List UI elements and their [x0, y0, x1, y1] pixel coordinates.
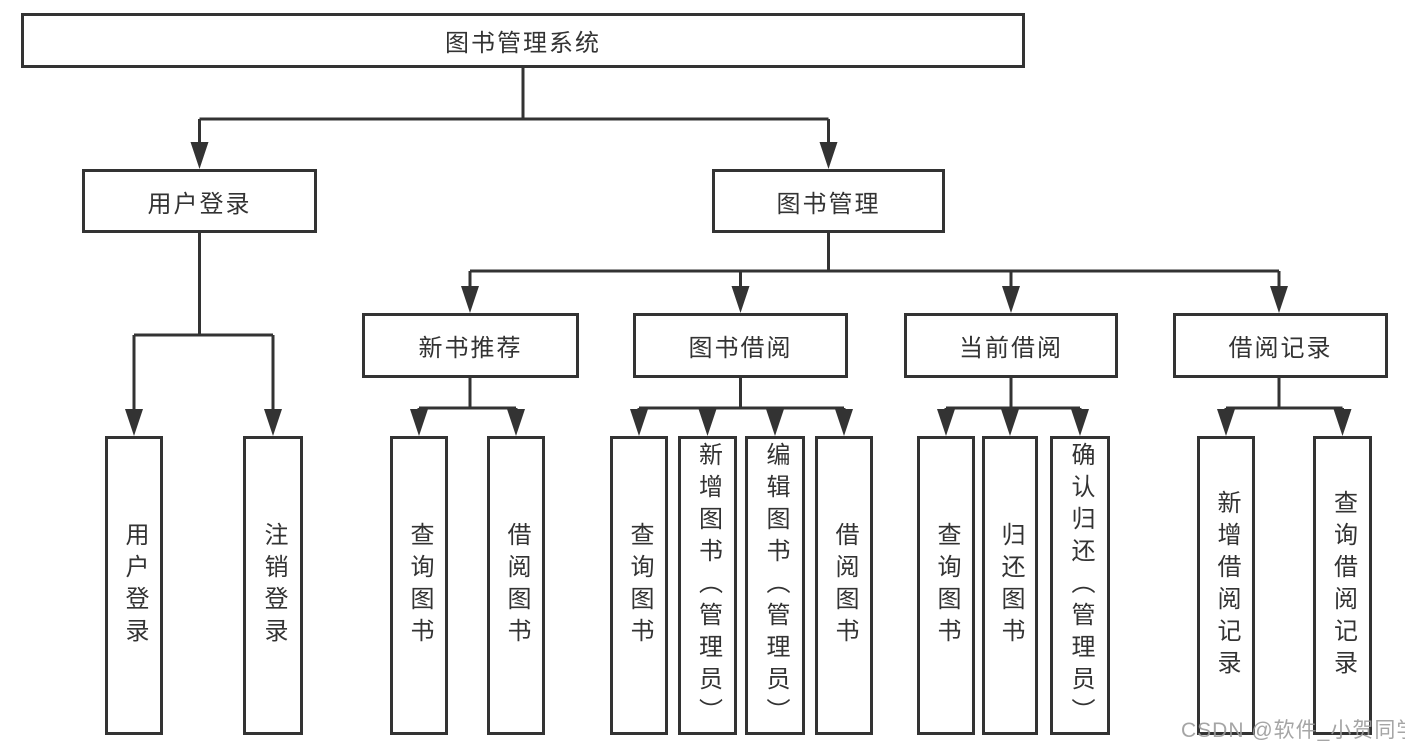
- node-label: 新增借阅记录: [1213, 489, 1240, 682]
- leaf-borrowing-query-books: 查询图书: [610, 436, 668, 735]
- node-label: 查询图书: [406, 521, 433, 650]
- node-label: 当前借阅: [959, 335, 1063, 362]
- node-label: 查询借阅记录: [1329, 489, 1357, 682]
- node-label: 编辑图书（管理员）: [762, 441, 789, 730]
- arrow-down-icon: [1002, 286, 1020, 313]
- node-label: 借阅图书: [831, 521, 858, 650]
- node-label: 用户登录: [121, 521, 148, 650]
- leaf-borrowing-edit-books-admin: 编辑图书（管理员）: [745, 436, 805, 735]
- leaf-current-confirm-return-admin: 确认归还（管理员）: [1050, 436, 1110, 735]
- node-label: 用户登录: [147, 190, 252, 218]
- leaf-records-query-record: 查询借阅记录: [1313, 436, 1372, 735]
- node-label: 注销登录: [260, 521, 287, 650]
- arrow-down-icon: [125, 409, 143, 436]
- arrow-down-icon: [766, 409, 784, 436]
- arrowheads: [125, 142, 1352, 436]
- arrow-down-icon: [835, 409, 853, 436]
- node-book-borrowing: 图书借阅: [633, 313, 848, 378]
- node-new-book-recommendation: 新书推荐: [362, 313, 579, 378]
- arrow-down-icon: [264, 409, 282, 436]
- node-label: 图书借阅: [688, 335, 793, 362]
- arrow-down-icon: [698, 409, 717, 436]
- leaf-logout: 注销登录: [243, 436, 303, 735]
- arrow-down-icon: [507, 409, 525, 436]
- leaf-borrowing-add-books-admin: 新增图书（管理员）: [678, 436, 737, 735]
- watermark: CSDN @软件_小贺同学: [1181, 719, 1405, 742]
- node-label: 确认归还（管理员）: [1067, 441, 1094, 730]
- arrow-down-icon: [1333, 409, 1352, 436]
- leaf-current-query-books: 查询图书: [917, 436, 975, 735]
- node-label: 图书管理: [776, 190, 881, 218]
- node-book-management-system: 图书管理系统: [21, 13, 1025, 68]
- arrow-down-icon: [1071, 409, 1089, 436]
- node-label: 图书管理系统: [445, 30, 601, 57]
- leaf-current-return-books: 归还图书: [982, 436, 1038, 735]
- leaf-user-login: 用户登录: [105, 436, 163, 735]
- arrow-down-icon: [410, 409, 428, 436]
- arrow-down-icon: [190, 142, 209, 169]
- arrow-down-icon: [731, 286, 750, 313]
- node-label: 归还图书: [997, 521, 1024, 650]
- node-book-management: 图书管理: [712, 169, 945, 233]
- arrow-down-icon: [461, 286, 479, 313]
- arrow-down-icon: [937, 409, 955, 436]
- node-label: 新书推荐: [418, 335, 523, 362]
- node-label: 新增图书（管理员）: [694, 441, 722, 730]
- node-label: 查询图书: [626, 521, 653, 650]
- leaf-newbook-query-books: 查询图书: [390, 436, 448, 735]
- arrow-down-icon: [1217, 409, 1235, 436]
- node-borrowing-records: 借阅记录: [1173, 313, 1388, 378]
- node-label: 借阅图书: [503, 521, 530, 650]
- node-label: 借阅记录: [1228, 335, 1333, 362]
- leaf-records-add-record: 新增借阅记录: [1197, 436, 1255, 735]
- leaf-newbook-borrow-books: 借阅图书: [487, 436, 545, 735]
- node-label: 查询图书: [933, 521, 960, 650]
- arrow-down-icon: [1001, 409, 1019, 436]
- node-current-borrowing: 当前借阅: [904, 313, 1118, 378]
- node-user-login: 用户登录: [82, 169, 317, 233]
- leaf-borrowing-borrow-books: 借阅图书: [815, 436, 873, 735]
- arrow-down-icon: [819, 142, 838, 169]
- arrow-down-icon: [1270, 286, 1288, 313]
- arrow-down-icon: [630, 409, 648, 436]
